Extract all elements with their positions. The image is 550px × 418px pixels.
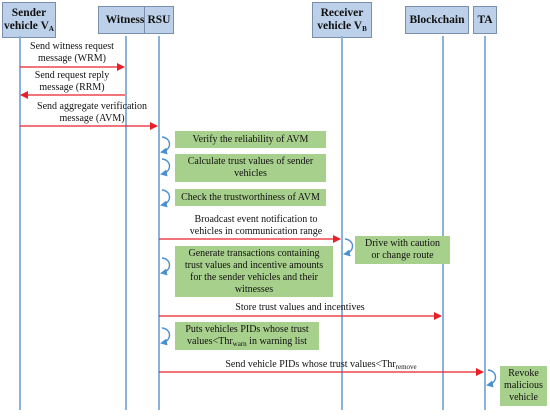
label-send-pids: Send vehicle PIDs whose trust values<Thr… [225, 359, 417, 371]
lifeline-blockchain [442, 36, 444, 410]
label-store: Store trust values and incentives [235, 302, 365, 313]
actor-witness-label: Witness [105, 13, 145, 26]
lifeline-sender [19, 36, 21, 410]
actor-receiver-line1: Receiver [320, 7, 364, 19]
self-arrow-check [160, 189, 171, 208]
actor-blockchain-label: Blockchain [409, 13, 465, 26]
action-warning-list: Puts vehicles PIDs whose trust values<Th… [175, 322, 319, 350]
lifeline-rsu [158, 36, 160, 410]
actor-witness: Witness [98, 6, 152, 34]
actor-rsu: RSU [144, 6, 174, 34]
label-broadcast: Broadcast event notification to vehicles… [189, 214, 323, 237]
actor-blockchain: Blockchain [405, 6, 469, 34]
self-arrow-calc [160, 158, 171, 177]
self-arrow-generate [160, 257, 171, 276]
self-arrow-receiver [343, 238, 354, 257]
self-arrow-warning [160, 327, 171, 346]
self-arrow-ta [486, 369, 497, 388]
lifeline-witness [125, 36, 127, 410]
lifeline-receiver [341, 36, 343, 410]
actor-receiver-line2: vehicle VB [317, 20, 367, 33]
action-verify-avm: Verify the reliability of AVM [175, 131, 326, 148]
label-avm: Send aggregate verification message (AVM… [37, 101, 147, 124]
actor-ta-label: TA [477, 13, 493, 26]
actor-sender-line1: Sender [11, 7, 47, 19]
action-check-trustworthiness: Check the trustworthiness of AVM [175, 189, 326, 206]
actor-ta: TA [473, 6, 497, 34]
label-rrm: Send request reply message (RRM) [34, 70, 110, 93]
lifeline-ta [484, 36, 486, 410]
actor-receiver-vehicle: Receiver vehicle VB [312, 2, 372, 38]
action-drive-caution: Drive with caution or change route [355, 236, 450, 264]
self-arrow-verify [160, 136, 171, 155]
actor-sender-line2: vehicle VA [4, 20, 54, 33]
action-revoke-vehicle: Revoke malicious vehicle [500, 366, 547, 406]
actor-rsu-label: RSU [147, 13, 171, 26]
action-generate-transactions: Generate transactions containing trust v… [175, 246, 333, 297]
label-wrm: Send witness request message (WRM) [30, 41, 114, 64]
actor-sender-vehicle: Sender vehicle VA [2, 2, 56, 38]
action-calculate-trust: Calculate trust values of sender vehicle… [175, 154, 326, 182]
